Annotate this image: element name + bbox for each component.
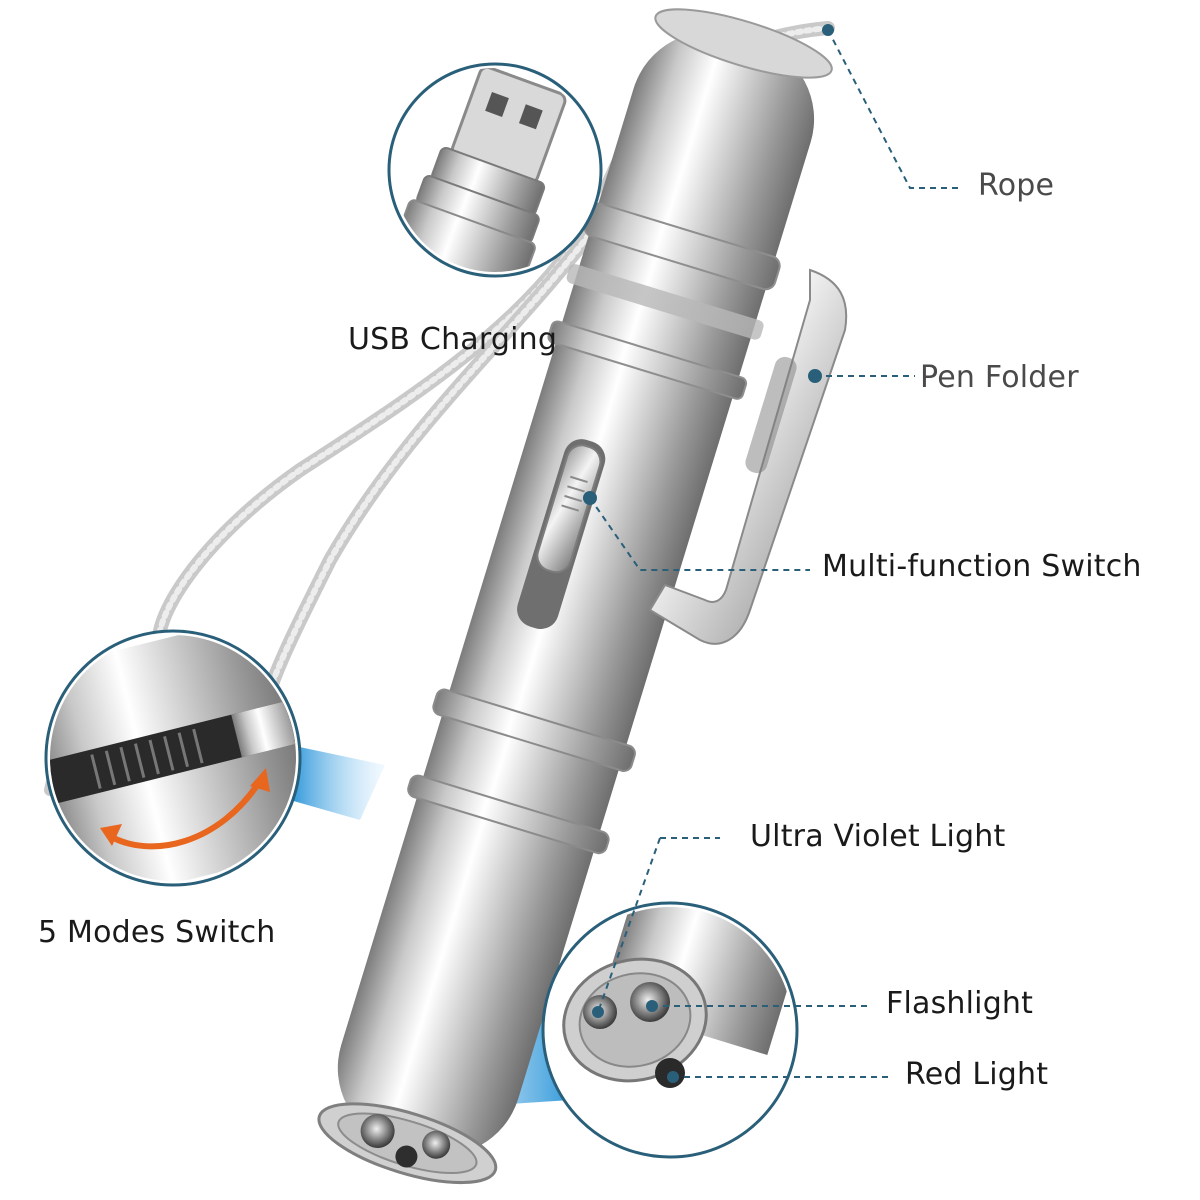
label-ultra-violet-light: Ultra Violet Light bbox=[750, 819, 1006, 854]
label-red-light: Red Light bbox=[905, 1057, 1049, 1092]
leader-lines bbox=[589, 29, 960, 1078]
pen-clip bbox=[648, 268, 848, 645]
label-flashlight: Flashlight bbox=[886, 986, 1034, 1021]
pen-flashlight bbox=[317, 8, 833, 1185]
rotate-arrow-icon bbox=[106, 776, 265, 850]
label-pen-folder: Pen Folder bbox=[920, 360, 1079, 395]
modes-switch-callout bbox=[44, 629, 302, 887]
modes-callout-beam bbox=[290, 745, 385, 820]
label-multi-function-switch: Multi-function Switch bbox=[822, 549, 1142, 584]
label-usb-charging: USB Charging bbox=[348, 322, 558, 357]
leader-dots bbox=[583, 24, 834, 1083]
label-5-modes-switch: 5 Modes Switch bbox=[38, 915, 276, 950]
light-head-callout bbox=[541, 901, 799, 1159]
label-rope: Rope bbox=[978, 168, 1055, 203]
